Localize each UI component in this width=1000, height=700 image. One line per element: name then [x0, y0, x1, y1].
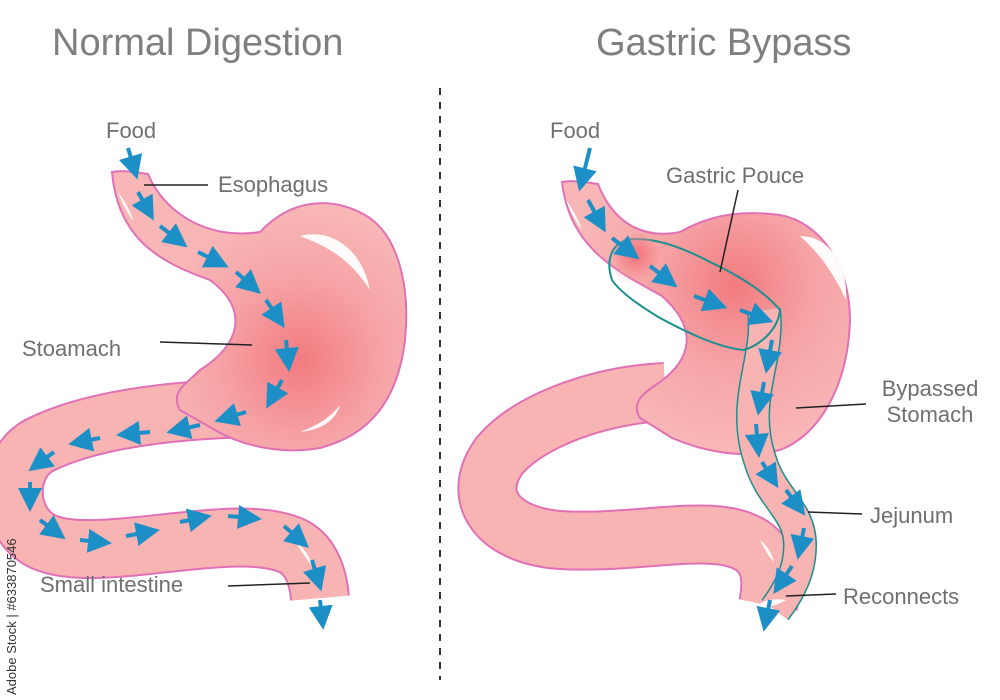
gastric-bypass-illustration — [457, 147, 867, 632]
food-label-left: Food — [106, 118, 157, 143]
gastric-pouch-label: Gastric Pouce — [666, 163, 805, 188]
small-intestine-label: Small intestine — [40, 572, 184, 597]
flow-arrow-icon — [18, 147, 333, 630]
bypassed-stomach-label-line1: Bypassed — [881, 376, 979, 401]
reconnects-label: Reconnects — [843, 584, 960, 609]
food-label-right: Food — [550, 118, 601, 143]
stock-watermark-text: Adobe Stock | #633870546 — [4, 538, 19, 695]
stomach-highlight-left — [300, 234, 370, 290]
flow-arrow-icon — [573, 147, 815, 632]
esophagus-label: Esophagus — [218, 172, 329, 197]
jejunum-label: Jejunum — [870, 503, 954, 528]
stomach-label: Stoamach — [22, 336, 122, 361]
bypassed-stomach-label: Bypassed Stomach — [870, 376, 990, 428]
stock-watermark: Adobe Stock | #633870546 — [2, 460, 22, 700]
pointer-lines-left — [144, 184, 311, 587]
normal-digestion-illustration — [0, 147, 408, 630]
pointer-lines-right — [719, 189, 867, 597]
normal-digestion-title: Normal Digestion — [52, 22, 344, 64]
bypassed-stomach-label-line2: Stomach — [886, 402, 974, 427]
gastric-bypass-title: Gastric Bypass — [596, 22, 852, 64]
